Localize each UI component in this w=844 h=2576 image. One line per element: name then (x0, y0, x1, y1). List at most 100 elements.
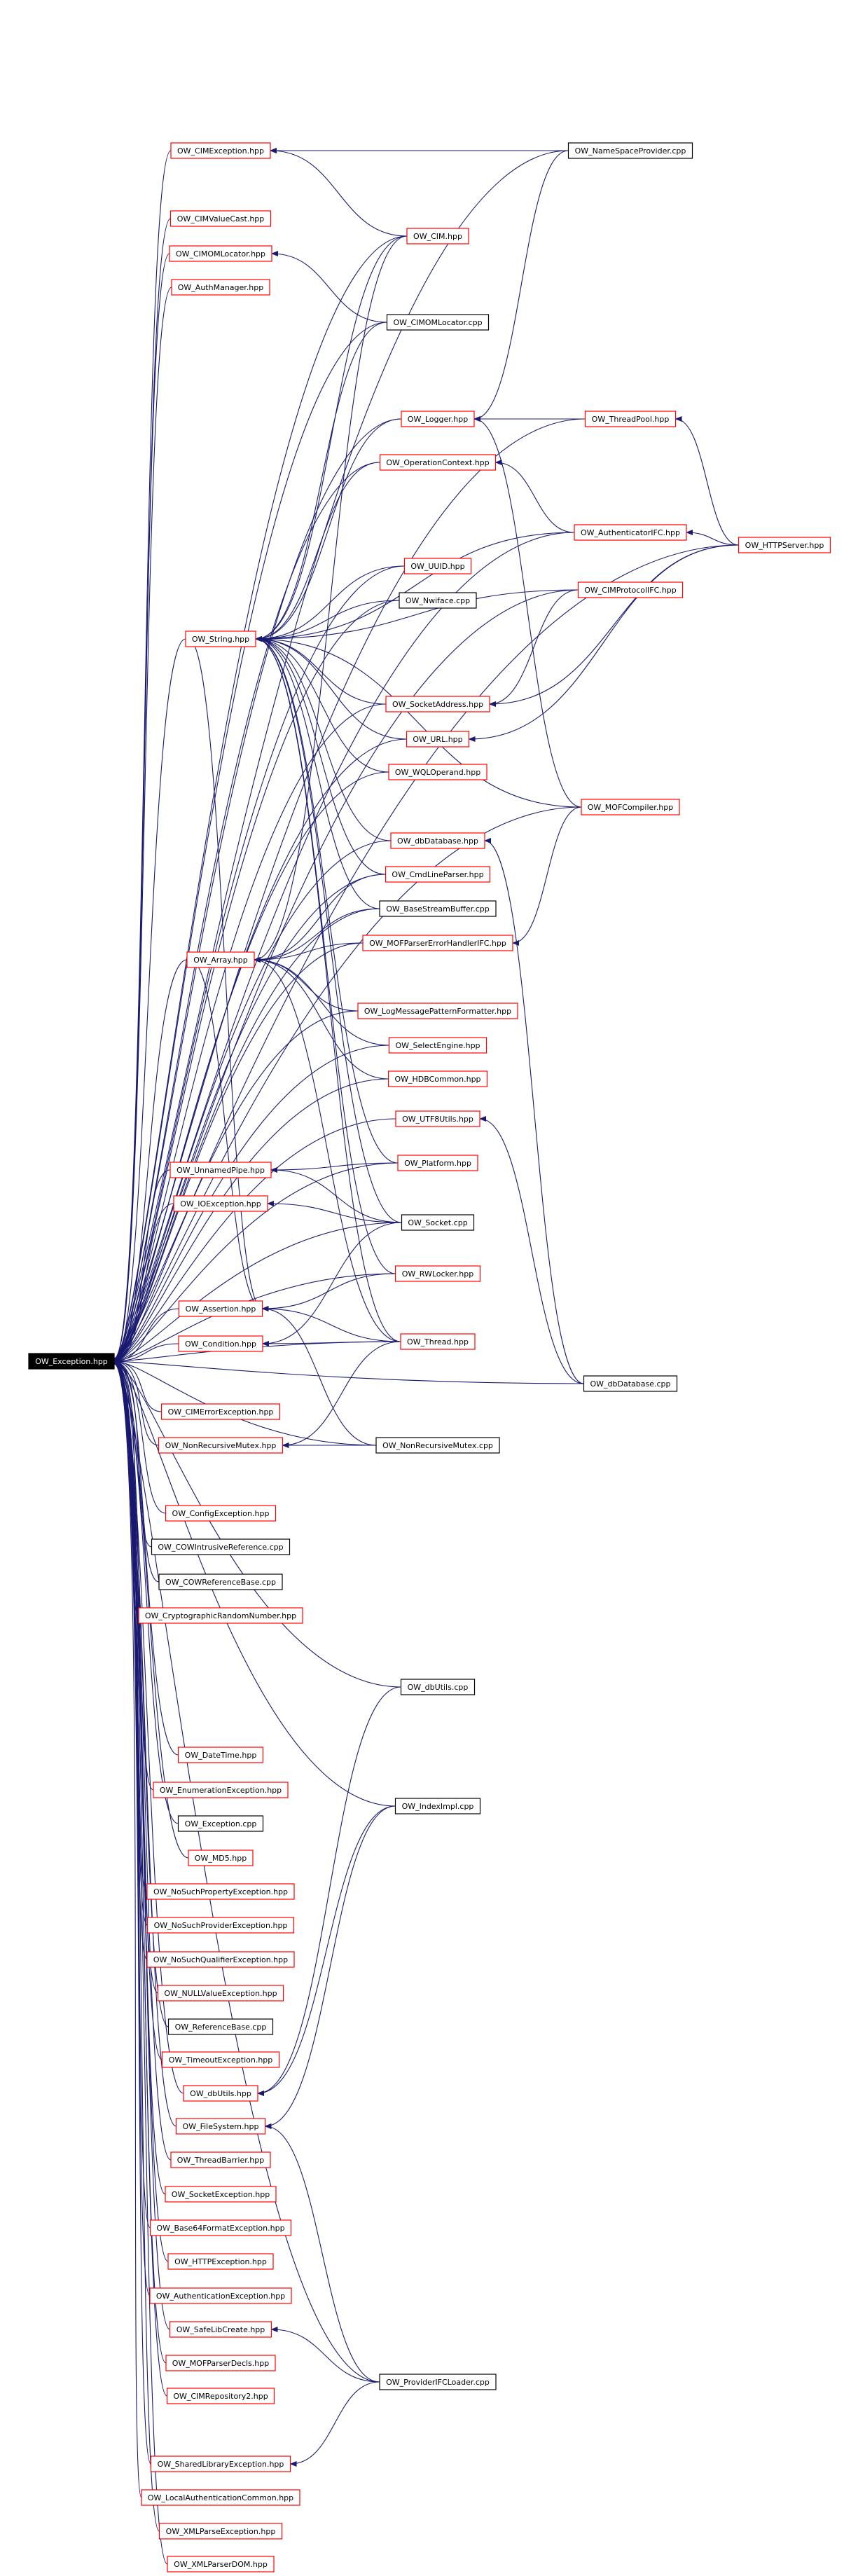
node-label: OW_SocketException.hpp (172, 2190, 270, 2199)
node-label: OW_CIMProtocolIFC.hpp (584, 586, 676, 595)
node-box (28, 1353, 115, 1370)
edge-ioexception-to-root (113, 1203, 174, 1364)
node-safelibcreate[interactable]: OW_SafeLibCreate.hpp (169, 2321, 272, 2338)
node-label: OW_FileSystem.hpp (183, 2122, 259, 2131)
node-enumexception[interactable]: OW_EnumerationException.hpp (153, 1782, 289, 1798)
node-cimomlocator_c[interactable]: OW_CIMOMLocator.cpp (386, 314, 490, 331)
edge-cim-to-root (113, 235, 408, 1361)
node-configexception[interactable]: OW_ConfigException.hpp (165, 1505, 277, 1522)
edge-authenticatorifc-to-root (113, 532, 575, 1362)
node-utf8utils[interactable]: OW_UTF8Utils.hpp (395, 1110, 480, 1127)
node-label: OW_AuthenticationException.hpp (156, 2292, 285, 2301)
edge-hdbcommon-to-array (254, 957, 389, 1080)
node-root[interactable]: OW_Exception.hpp (28, 1353, 115, 1370)
edge-rwlocker-to-string (255, 636, 396, 1274)
node-nullvalue[interactable]: OW_NULLValueException.hpp (157, 1985, 284, 2002)
node-authmanager[interactable]: OW_AuthManager.hpp (171, 279, 270, 296)
node-filesystem[interactable]: OW_FileSystem.hpp (175, 2118, 266, 2135)
node-hdbcommon[interactable]: OW_HDBCommon.hpp (387, 1070, 488, 1087)
node-label: OW_UTF8Utils.hpp (402, 1115, 473, 1124)
node-ioexception[interactable]: OW_IOException.hpp (173, 1195, 268, 1212)
node-nosuchqualifier[interactable]: OW_NoSuchQualifierException.hpp (146, 1951, 295, 1968)
node-httpserver[interactable]: OW_HTTPServer.hpp (738, 537, 831, 553)
node-mofparsererrorhandler[interactable]: OW_MOFParserErrorHandlerIFC.hpp (362, 935, 513, 951)
node-string[interactable]: OW_String.hpp (185, 631, 256, 647)
node-label: OW_String.hpp (192, 635, 249, 644)
node-platform[interactable]: OW_Platform.hpp (397, 1155, 478, 1171)
node-localauth[interactable]: OW_LocalAuthenticationCommon.hpp (141, 2489, 300, 2506)
node-nonrecursivemutex_h[interactable]: OW_NonRecursiveMutex.hpp (158, 1437, 284, 1454)
node-thread[interactable]: OW_Thread.hpp (400, 1333, 476, 1350)
node-cimexception[interactable]: OW_CIMException.hpp (170, 142, 271, 159)
edge-indeximpl-to-dbutils_h (257, 1805, 396, 2096)
node-uuid[interactable]: OW_UUID.hpp (403, 558, 472, 574)
node-datetime[interactable]: OW_DateTime.hpp (177, 1747, 264, 1763)
edge-assertion-to-root (113, 1308, 179, 1364)
node-wqloperand[interactable]: OW_WQLOperand.hpp (388, 764, 487, 780)
node-mofcompiler[interactable]: OW_MOFCompiler.hpp (581, 799, 680, 815)
node-rwlocker[interactable]: OW_RWLocker.hpp (394, 1265, 481, 1282)
node-providerifcloader[interactable]: OW_ProviderIFCLoader.cpp (379, 2374, 497, 2390)
edge-cmdlineparser-to-string (255, 636, 386, 875)
node-selectengine[interactable]: OW_SelectEngine.hpp (388, 1037, 487, 1054)
node-label: OW_EnumerationException.hpp (160, 1786, 282, 1795)
node-threadpool[interactable]: OW_ThreadPool.hpp (584, 411, 677, 427)
node-assertion[interactable]: OW_Assertion.hpp (178, 1300, 263, 1317)
node-threadbarrier[interactable]: OW_ThreadBarrier.hpp (170, 2151, 271, 2168)
node-exception_c[interactable]: OW_Exception.cpp (177, 1815, 264, 1832)
node-sharedlibexception[interactable]: OW_SharedLibraryException.hpp (150, 2456, 291, 2472)
node-box (177, 1747, 264, 1763)
node-nosuchproperty[interactable]: OW_NoSuchPropertyException.hpp (146, 1883, 295, 1900)
node-xmlparserdom[interactable]: OW_XMLParserDOM.hpp (167, 2556, 275, 2572)
node-label: OW_SafeLibCreate.hpp (177, 2325, 265, 2334)
node-nosuchprovider[interactable]: OW_NoSuchProviderException.hpp (146, 1917, 295, 1934)
node-dbutils_c[interactable]: OW_dbUtils.cpp (400, 1679, 476, 1695)
node-cimrepository2[interactable]: OW_CIMRepository2.hpp (166, 2388, 275, 2404)
node-cowintrusive[interactable]: OW_COWIntrusiveReference.cpp (151, 1538, 291, 1555)
node-nwiface[interactable]: OW_Nwiface.cpp (399, 592, 477, 609)
node-cim[interactable]: OW_CIM.hpp (406, 228, 469, 244)
node-cimvaluecast[interactable]: OW_CIMValueCast.hpp (170, 210, 272, 227)
node-logmessagepattern[interactable]: OW_LogMessagePatternFormatter.hpp (357, 1003, 518, 1019)
node-httpexception[interactable]: OW_HTTPException.hpp (167, 2253, 274, 2270)
node-dbutils_h[interactable]: OW_dbUtils.hpp (183, 2085, 258, 2102)
node-referencebase[interactable]: OW_ReferenceBase.cpp (167, 2018, 274, 2035)
node-cowreferencebase[interactable]: OW_COWReferenceBase.cpp (158, 1573, 283, 1590)
edge-datetime-to-root (113, 1359, 179, 1756)
node-cimerrorexception[interactable]: OW_CIMErrorException.hpp (160, 1403, 281, 1420)
node-array[interactable]: OW_Array.hpp (186, 951, 255, 968)
node-indeximpl[interactable]: OW_IndexImpl.cpp (394, 1798, 481, 1814)
node-authexception[interactable]: OW_AuthenticationException.hpp (149, 2287, 292, 2304)
node-url[interactable]: OW_URL.hpp (406, 731, 470, 748)
node-dbdatabase_h[interactable]: OW_dbDatabase.hpp (390, 832, 485, 849)
node-box (567, 142, 693, 159)
node-socket[interactable]: OW_Socket.cpp (401, 1214, 475, 1231)
edge-thread-to-nonrecursivemutex_h (282, 1341, 401, 1448)
node-mofparserdecls[interactable]: OW_MOFParserDecls.hpp (165, 2355, 276, 2371)
node-cimprotocolifc[interactable]: OW_CIMProtocolIFC.hpp (577, 581, 684, 598)
node-base64[interactable]: OW_Base64FormatException.hpp (149, 2219, 292, 2236)
node-basestreambuffer[interactable]: OW_BaseStreamBuffer.cpp (379, 900, 497, 917)
node-socketexception[interactable]: OW_SocketException.hpp (165, 2186, 277, 2203)
edge-array-to-assertion (189, 959, 263, 1311)
node-timeoutexception[interactable]: OW_TimeoutException.hpp (161, 2051, 280, 2068)
node-cryptorandom[interactable]: OW_CryptographicRandomNumber.hpp (138, 1607, 303, 1624)
node-socketaddress[interactable]: OW_SocketAddress.hpp (385, 696, 490, 712)
node-logger[interactable]: OW_Logger.hpp (401, 411, 475, 427)
node-nonrecursivemutex_c[interactable]: OW_NonRecursiveMutex.cpp (375, 1437, 500, 1454)
node-xmlparseexception[interactable]: OW_XMLParseException.hpp (158, 2523, 283, 2540)
edge-cimprotocolifc-to-string (255, 589, 579, 642)
node-condition[interactable]: OW_Condition.hpp (178, 1335, 263, 1352)
node-md5[interactable]: OW_MD5.hpp (188, 1850, 254, 1866)
node-namespaceprovider[interactable]: OW_NameSpaceProvider.cpp (567, 142, 693, 159)
node-unnamedpipe[interactable]: OW_UnnamedPipe.hpp (170, 1162, 272, 1178)
node-box (167, 2556, 275, 2572)
node-box (169, 245, 272, 262)
node-authenticatorifc[interactable]: OW_AuthenticatorIFC.hpp (574, 524, 687, 541)
node-dbdatabase_c[interactable]: OW_dbDatabase.cpp (583, 1375, 678, 1392)
node-box (170, 210, 272, 227)
edge-operationcontext-to-string (255, 462, 380, 642)
node-cimomlocator_h[interactable]: OW_CIMOMLocator.hpp (169, 245, 272, 262)
node-cmdlineparser[interactable]: OW_CmdLineParser.hpp (385, 866, 491, 883)
node-operationcontext[interactable]: OW_OperationContext.hpp (379, 454, 497, 471)
